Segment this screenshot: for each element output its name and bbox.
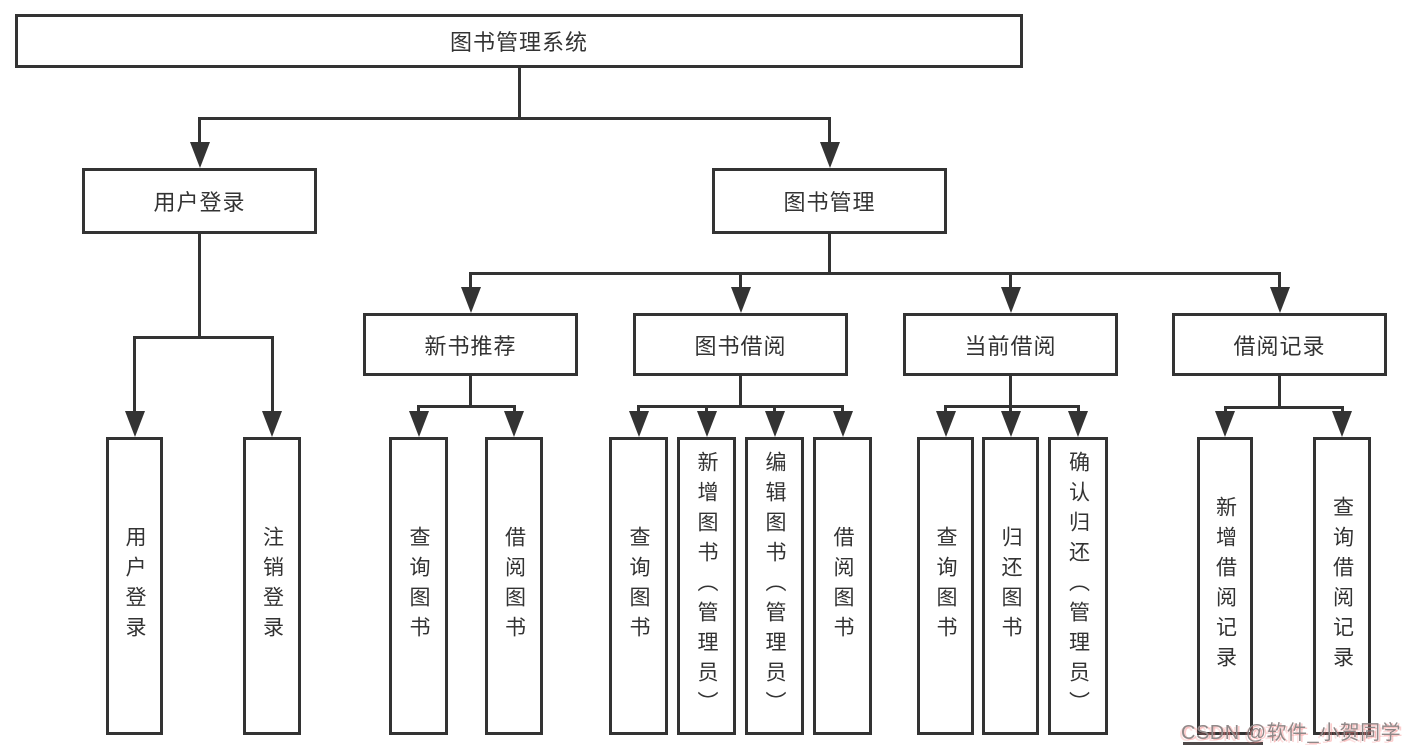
node-label-nb-borrow: 借阅图书 — [502, 526, 526, 646]
node-cb-confirm: 确认归还（管理员） — [1048, 437, 1108, 735]
node-bb-borrow: 借阅图书 — [813, 437, 872, 735]
node-label-nb-query: 查询图书 — [407, 526, 430, 646]
connector-line — [828, 120, 831, 148]
connector-line — [133, 339, 136, 417]
arrow-down-icon — [1215, 411, 1235, 437]
arrow-down-icon — [1000, 411, 1021, 437]
node-label-br-add: 新增借阅记录 — [1213, 496, 1237, 676]
node-br-add: 新增借阅记录 — [1197, 437, 1253, 735]
arrow-down-icon — [696, 411, 717, 437]
node-label-cb-query: 查询图书 — [934, 526, 957, 646]
connector-line — [198, 234, 201, 339]
connector-line — [469, 272, 1281, 275]
watermark-underline — [1183, 742, 1263, 745]
node-label-bb-add: 新增图书（管理员） — [695, 451, 718, 721]
connector-line — [739, 275, 742, 293]
connector-line — [1009, 275, 1012, 293]
node-nb-query: 查询图书 — [389, 437, 448, 735]
arrow-down-icon — [1269, 287, 1290, 313]
watermark: CSDN @软件_小贺同学 — [1181, 722, 1402, 744]
connector-line — [828, 234, 831, 275]
node-login: 用户登录 — [106, 437, 163, 735]
node-label-new-book-rec: 新书推荐 — [424, 333, 517, 359]
node-bb-edit: 编辑图书（管理员） — [745, 437, 804, 735]
connector-line — [198, 120, 201, 148]
node-root: 图书管理系统 — [15, 14, 1023, 68]
connector-line — [133, 336, 274, 339]
arrow-down-icon — [504, 411, 524, 437]
arrow-down-icon — [1000, 287, 1021, 313]
connector-line — [1223, 406, 1344, 409]
node-label-book-mgmt: 图书管理 — [783, 190, 876, 215]
node-bb-add: 新增图书（管理员） — [677, 437, 736, 735]
connector-line — [270, 339, 274, 417]
node-book-borrow: 图书借阅 — [633, 313, 848, 376]
node-nb-borrow: 借阅图书 — [485, 437, 543, 735]
arrow-down-icon — [935, 411, 956, 437]
node-label-user-login: 用户登录 — [153, 190, 246, 215]
arrow-down-icon — [189, 142, 210, 168]
arrow-down-icon — [764, 411, 785, 437]
connector-line — [517, 68, 521, 120]
node-borrow-record: 借阅记录 — [1172, 313, 1387, 376]
connector-line — [1278, 275, 1281, 293]
arrow-down-icon — [460, 287, 481, 313]
node-label-bb-query: 查询图书 — [627, 526, 650, 646]
connector-line — [1009, 376, 1012, 408]
connector-line — [637, 405, 844, 408]
node-user-login: 用户登录 — [82, 168, 317, 234]
node-label-logout: 注销登录 — [260, 526, 284, 646]
node-label-cb-return: 归还图书 — [999, 526, 1022, 646]
node-br-query: 查询借阅记录 — [1313, 437, 1371, 735]
connector-line — [739, 376, 742, 408]
arrow-down-icon — [262, 411, 282, 437]
arrow-down-icon — [730, 287, 751, 313]
connector-line — [417, 405, 516, 408]
node-logout: 注销登录 — [243, 437, 301, 735]
arrow-down-icon — [819, 142, 840, 168]
node-book-mgmt: 图书管理 — [712, 168, 947, 234]
node-label-bb-borrow: 借阅图书 — [831, 526, 854, 646]
node-label-book-borrow: 图书借阅 — [694, 333, 787, 359]
node-cb-return: 归还图书 — [982, 437, 1039, 735]
node-label-bb-edit: 编辑图书（管理员） — [763, 451, 786, 721]
node-label-br-query: 查询借阅记录 — [1330, 496, 1354, 676]
node-label-login: 用户登录 — [123, 526, 146, 646]
connector-line — [469, 376, 472, 408]
node-label-borrow-record: 借阅记录 — [1233, 333, 1326, 359]
node-label-current-borrow: 当前借阅 — [964, 333, 1057, 359]
node-label-cb-confirm: 确认归还（管理员） — [1066, 451, 1090, 721]
arrow-down-icon — [124, 411, 145, 437]
connector-line — [1278, 376, 1281, 409]
connector-line — [198, 117, 831, 120]
arrow-down-icon — [408, 411, 429, 437]
node-bb-query: 查询图书 — [609, 437, 668, 735]
node-cb-query: 查询图书 — [917, 437, 974, 735]
arrow-down-icon — [1332, 411, 1352, 437]
node-new-book-rec: 新书推荐 — [363, 313, 578, 376]
connector-line — [469, 275, 472, 293]
node-label-root: 图书管理系统 — [449, 30, 588, 55]
arrow-down-icon — [832, 411, 853, 437]
arrow-down-icon — [1068, 411, 1088, 437]
arrow-down-icon — [628, 411, 649, 437]
connector-line — [944, 405, 1080, 408]
node-current-borrow: 当前借阅 — [903, 313, 1118, 376]
